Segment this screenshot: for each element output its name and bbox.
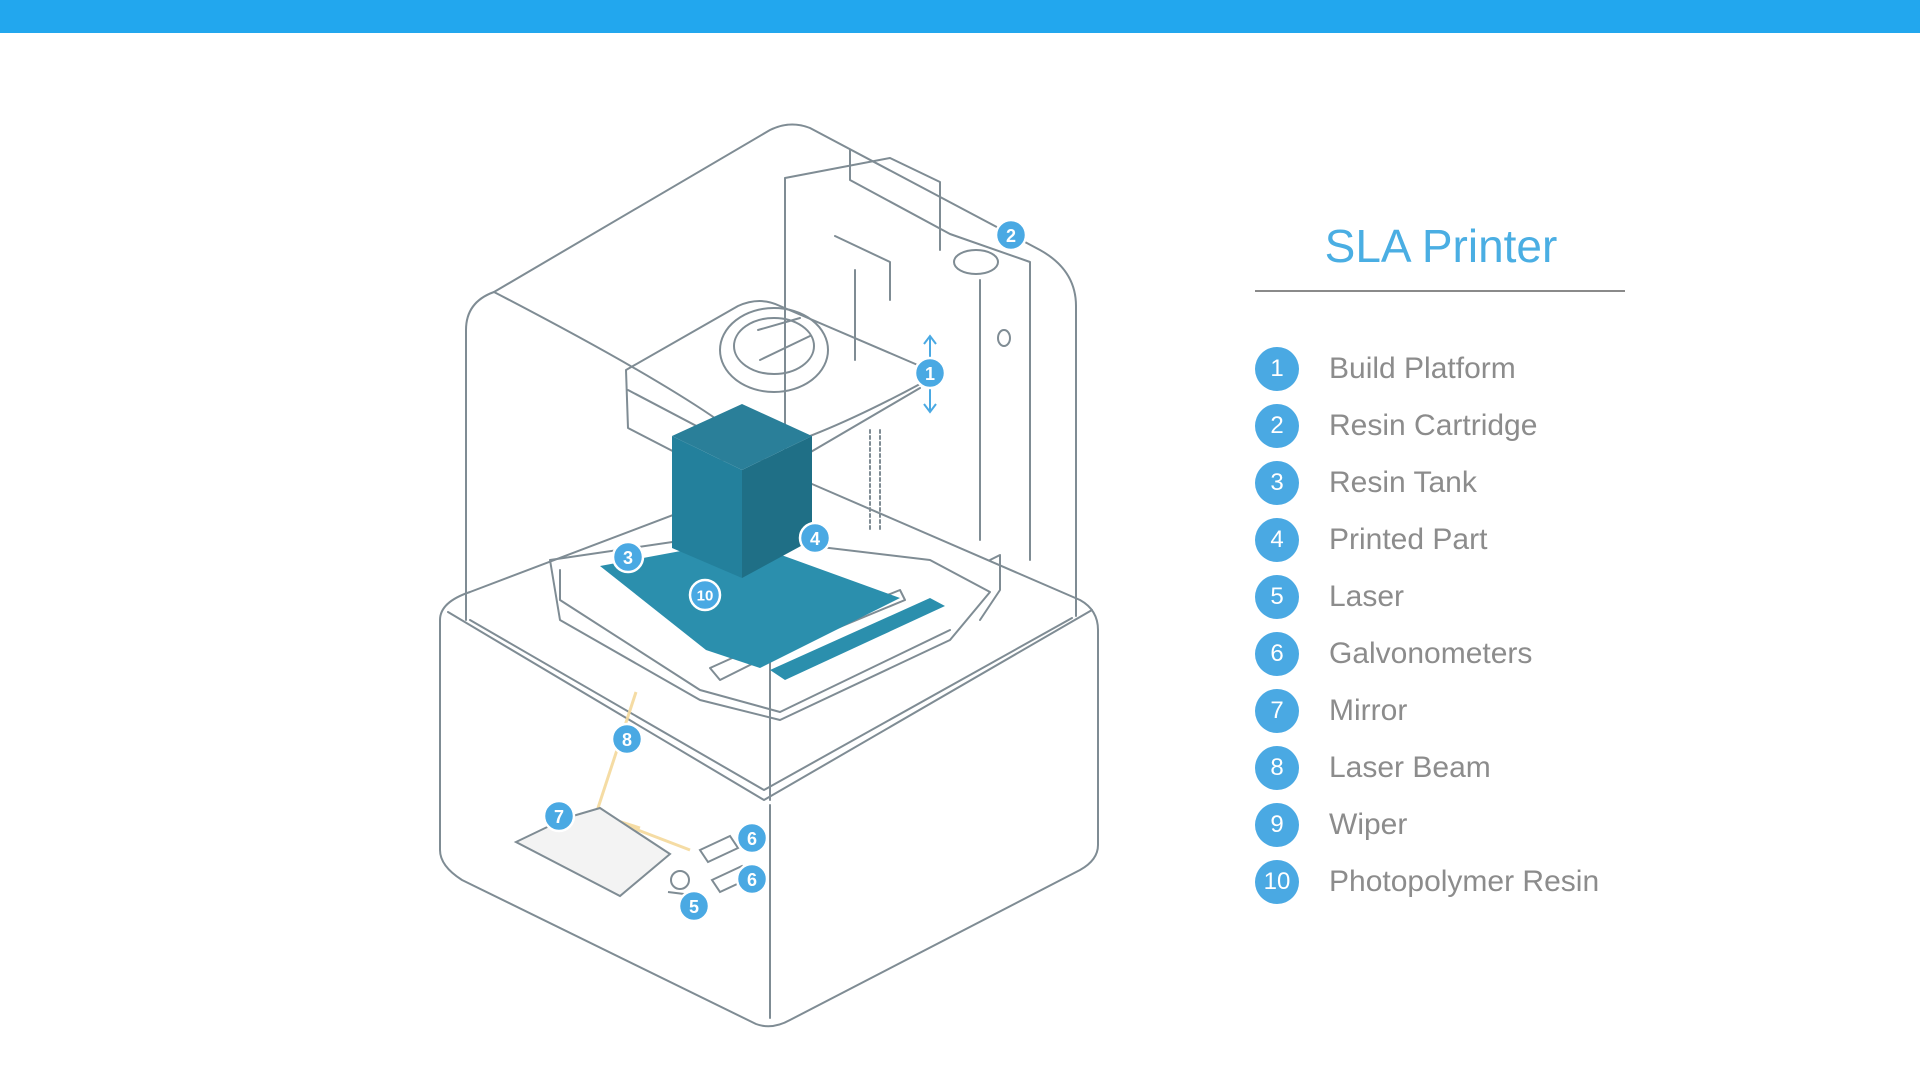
svg-text:10: 10 xyxy=(697,588,714,605)
legend-number-badge: 2 xyxy=(1255,403,1299,448)
svg-text:3: 3 xyxy=(623,548,633,568)
legend-label: Laser Beam xyxy=(1329,750,1491,784)
printer-base-top-edge xyxy=(447,609,1093,801)
legend-divider xyxy=(1255,290,1625,292)
legend-label: Laser xyxy=(1329,579,1405,613)
legend-item: 2 Resin Cartridge xyxy=(1255,397,1627,454)
mirror xyxy=(513,806,672,898)
laser-emitter xyxy=(670,870,690,890)
callout-mirror: 7 xyxy=(542,799,576,833)
callout-galvonometer-upper: 6 xyxy=(735,821,769,855)
legend-label: Photopolymer Resin xyxy=(1329,864,1600,898)
callout-galvonometer-lower: 6 xyxy=(735,862,769,896)
legend-number-badge: 10 xyxy=(1255,859,1299,904)
callout-build-platform: 1 xyxy=(913,356,947,390)
legend-label: Resin Cartridge xyxy=(1329,408,1538,442)
legend-item: 1 Build Platform xyxy=(1255,340,1627,397)
legend-item: 3 Resin Tank xyxy=(1255,454,1627,511)
legend-number-badge: 4 xyxy=(1255,517,1299,562)
svg-text:8: 8 xyxy=(622,730,632,750)
svg-text:1: 1 xyxy=(925,364,935,384)
legend-label: Wiper xyxy=(1329,807,1408,841)
resin-channel xyxy=(770,598,945,680)
svg-text:5: 5 xyxy=(689,897,699,917)
legend-label: Galvonometers xyxy=(1329,636,1533,670)
legend-number-badge: 7 xyxy=(1255,688,1299,733)
galvonometer xyxy=(698,834,740,864)
legend-item: 7 Mirror xyxy=(1255,682,1627,739)
legend-number-badge: 8 xyxy=(1255,745,1299,790)
cover-bottom-rim xyxy=(469,617,1073,791)
printer-tower xyxy=(784,149,1031,561)
legend-item: 4 Printed Part xyxy=(1255,511,1627,568)
callout-printed-part: 4 xyxy=(798,521,832,555)
legend-panel: SLA Printer 1 Build Platform 2 Resin Car… xyxy=(1255,210,1627,910)
legend-list: 1 Build Platform 2 Resin Cartridge 3 Res… xyxy=(1255,340,1627,910)
printed-part-left-face xyxy=(672,436,742,578)
svg-text:4: 4 xyxy=(810,529,820,549)
legend-label: Mirror xyxy=(1329,693,1408,727)
callout-laser: 5 xyxy=(677,889,711,923)
tower-slot xyxy=(834,235,891,361)
legend-item: 6 Galvonometers xyxy=(1255,625,1627,682)
legend-item: 5 Laser xyxy=(1255,568,1627,625)
svg-text:6: 6 xyxy=(747,829,757,849)
svg-text:7: 7 xyxy=(554,807,564,827)
platform-knob xyxy=(719,307,829,393)
svg-text:2: 2 xyxy=(1006,226,1016,246)
printer-cover xyxy=(465,123,1077,621)
photopolymer-resin xyxy=(600,540,900,668)
legend-label: Printed Part xyxy=(1329,522,1488,556)
legend-number-badge: 1 xyxy=(1255,346,1299,391)
printed-part-front-face xyxy=(742,436,812,578)
callout-photopolymer-resin: 10 xyxy=(688,578,722,612)
legend-label: Build Platform xyxy=(1329,351,1516,385)
legend-number-badge: 5 xyxy=(1255,574,1299,619)
top-accent-bar xyxy=(0,0,1920,33)
callout-resin-cartridge: 2 xyxy=(994,218,1028,252)
legend-number-badge: 9 xyxy=(1255,802,1299,847)
callout-laser-beam: 8 xyxy=(610,722,644,756)
legend-item: 8 Laser Beam xyxy=(1255,739,1627,796)
z-axis-rail xyxy=(869,429,881,531)
legend-number-badge: 6 xyxy=(1255,631,1299,676)
legend-label: Resin Tank xyxy=(1329,465,1477,499)
callout-resin-tank: 3 xyxy=(611,540,645,574)
resin-cartridge-cap xyxy=(953,249,999,275)
svg-text:6: 6 xyxy=(747,870,757,890)
legend-title: SLA Printer xyxy=(1324,220,1558,272)
legend-item: 9 Wiper xyxy=(1255,796,1627,853)
legend-item: 10 Photopolymer Resin xyxy=(1255,853,1627,910)
legend-number-badge: 3 xyxy=(1255,460,1299,505)
